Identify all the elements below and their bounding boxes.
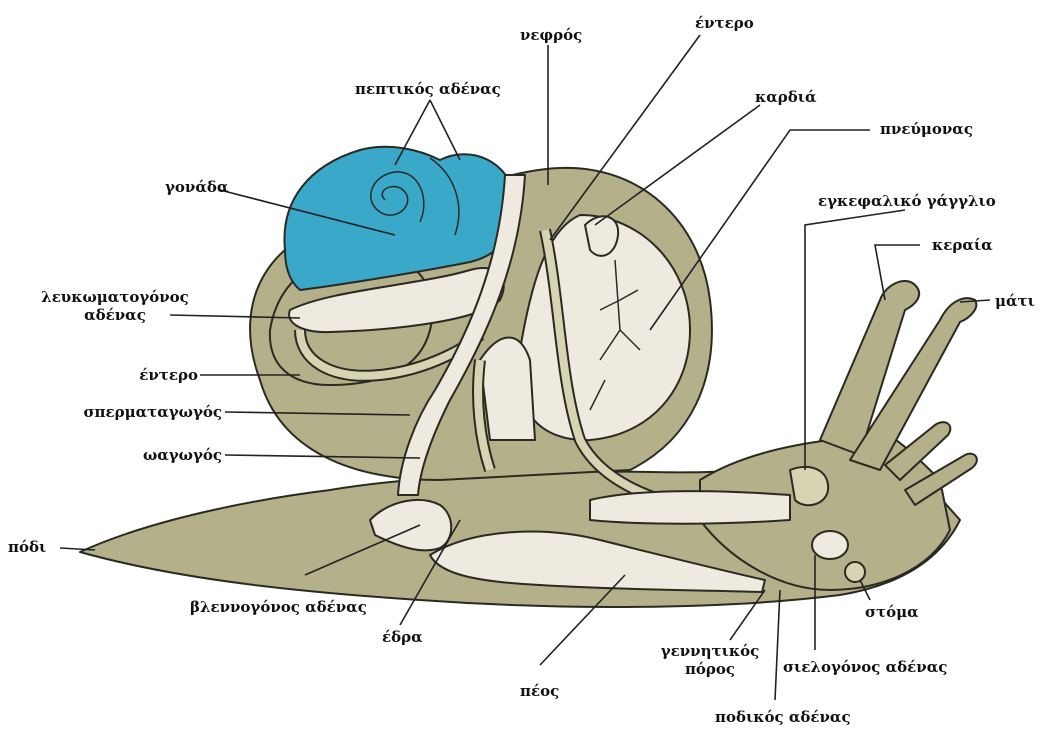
- label-cerebral-ganglion: εγκεφαλικό γάγγλιο: [818, 192, 996, 210]
- mouth-shape: [845, 562, 865, 582]
- label-peptic-gland: πεπτικός αδένας: [355, 80, 501, 98]
- label-salivary-gland: σιελογόνος αδένας: [783, 658, 947, 676]
- label-eye: μάτι: [995, 292, 1035, 310]
- label-genital-pore: γεννητικός πόρος: [655, 642, 765, 678]
- label-tentacle: κεραία: [932, 236, 993, 254]
- label-genital-pore-line1: γεννητικός: [655, 642, 765, 660]
- label-intestine-left: έντερο: [110, 366, 198, 384]
- label-albumen-gland: λευκωματογόνος αδένας: [30, 288, 200, 324]
- label-genital-pore-line2: πόρος: [655, 660, 765, 678]
- label-mouth: στόμα: [865, 603, 919, 621]
- heart-shape: [585, 216, 618, 256]
- label-sperm-duct: σπερματαγωγός: [40, 403, 222, 421]
- label-intestine-top: έντερο: [695, 14, 754, 32]
- label-foot: πόδι: [8, 538, 46, 556]
- label-oviduct: ωαγωγός: [100, 446, 222, 464]
- label-gonad: γονάδα: [165, 178, 228, 196]
- mantle-cavity: [480, 338, 535, 441]
- label-pedal-gland: ποδικός αδένας: [715, 708, 851, 726]
- label-mucus-gland: βλεννογόνος αδένας: [190, 598, 367, 616]
- label-kidney: νεφρός: [520, 26, 582, 44]
- label-heart: καρδιά: [755, 88, 817, 106]
- label-albumen-gland-line2: αδένας: [30, 306, 200, 324]
- label-albumen-gland-line1: λευκωματογόνος: [30, 288, 200, 306]
- ganglion-shape: [790, 467, 828, 505]
- label-penis: πέος: [520, 682, 559, 700]
- buccal-mass: [812, 531, 848, 559]
- crop: [590, 491, 790, 524]
- label-lung: πνεύμονας: [880, 120, 973, 138]
- label-anus: έδρα: [382, 628, 423, 646]
